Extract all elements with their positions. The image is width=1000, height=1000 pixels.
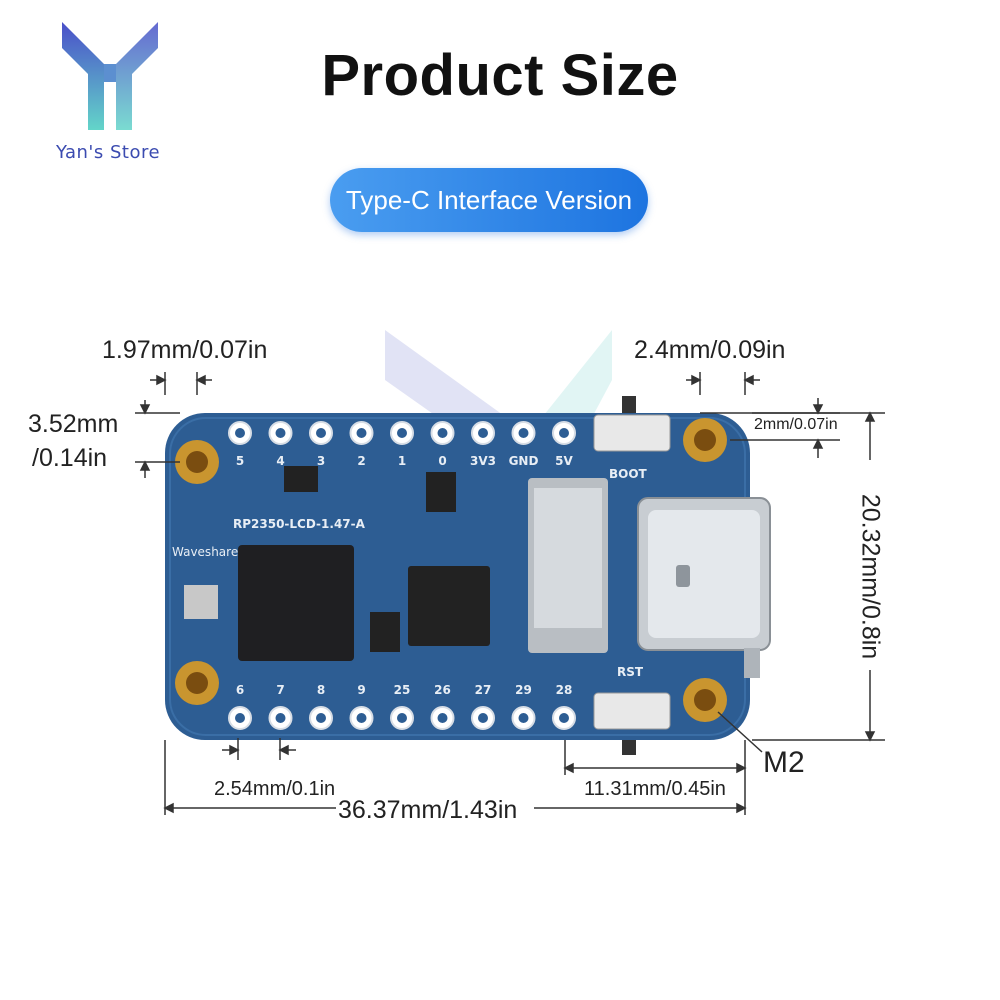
top-pin-label: 3V3 — [470, 454, 496, 468]
mount-hole — [175, 418, 727, 722]
top-pin-label: 5 — [236, 454, 244, 468]
bottom-pin-label: 8 — [317, 683, 325, 697]
bottom-pin-label: 28 — [556, 683, 573, 697]
hole-diameter-label: 2.4mm/0.09in — [634, 336, 786, 364]
top-pin-header — [228, 421, 576, 445]
version-badge: Type-C Interface Version — [330, 168, 648, 232]
board-height-label: 20.32mm/0.8in — [856, 493, 885, 660]
bottom-pin-label: 7 — [276, 683, 284, 697]
top-pin-label: 3 — [317, 454, 325, 468]
board-maker-label: Waveshare — [172, 545, 238, 559]
top-pin-label: 1 — [398, 454, 406, 468]
boot-button — [593, 414, 671, 452]
page-title: Product Size — [321, 43, 679, 108]
pin-pitch-label: 2.54mm/0.1in — [214, 778, 336, 800]
bottom-pin-label: 9 — [357, 683, 365, 697]
bottom-pin-label: 6 — [236, 683, 244, 697]
connector-span-label: 11.31mm/0.45in — [584, 778, 726, 800]
hole-edge-gap-label: 2mm/0.07in — [754, 416, 838, 433]
top-pin-label: 5V — [555, 454, 573, 468]
board-width-label: 36.37mm/1.43in — [338, 796, 518, 824]
top-pin-label: 2 — [357, 454, 365, 468]
mcu-chip — [238, 545, 354, 661]
bottom-pin-label: 27 — [475, 683, 492, 697]
reset-button — [593, 692, 671, 730]
hole-offset-y-label: 3.52mm — [28, 410, 119, 438]
bottom-pin-label: 25 — [394, 683, 411, 697]
board-diagram: 5 4 3 2 1 0 3V3 GND 5V 6 7 8 9 25 26 27 29 28 RP2350-LCD… — [135, 330, 885, 815]
hole-offset-y-inch-label: /0.14in — [32, 444, 108, 472]
screw-size-label: M2 — [763, 746, 805, 779]
hole-offset-x-label: 1.97mm/0.07in — [102, 336, 268, 364]
flash-chip — [408, 566, 490, 646]
store-logo — [62, 22, 158, 130]
bottom-pin-header — [228, 706, 576, 730]
bottom-pin-label: 29 — [515, 683, 532, 697]
board-model-label: RP2350-LCD-1.47-A — [233, 517, 366, 531]
bottom-pin-label: 26 — [434, 683, 451, 697]
store-name: Yan's Store — [55, 142, 161, 163]
dimension-lines — [135, 372, 885, 815]
boot-button-label: BOOT — [609, 467, 648, 481]
top-pin-label: 0 — [438, 454, 446, 468]
top-pin-label: 4 — [276, 454, 284, 468]
reset-button-label: RST — [617, 665, 644, 679]
top-pin-label: GND — [509, 454, 539, 468]
crystal — [184, 585, 218, 619]
